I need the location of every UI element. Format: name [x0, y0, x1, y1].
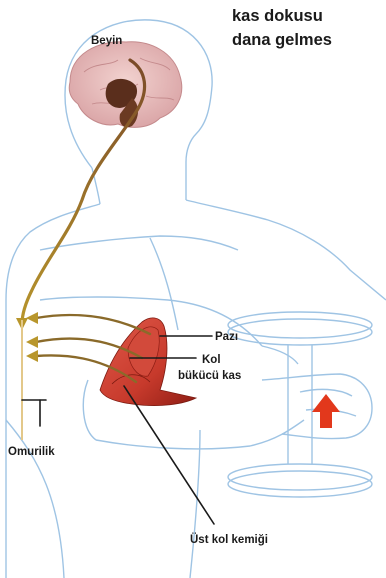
flexor-muscle: [100, 318, 196, 406]
heading-line-1: kas dokusu: [232, 5, 386, 27]
label-flexor-line-2: bükücü kas: [178, 369, 241, 383]
label-spinal-cord: Omurilik: [8, 445, 55, 459]
body-outline: [6, 20, 386, 578]
dumbbell: [228, 312, 372, 497]
motor-nerve-arrowheads: [26, 312, 38, 362]
label-biceps: Pazı: [215, 330, 238, 344]
lift-arrow: [312, 394, 340, 428]
label-flexor-line-1: Kol: [202, 353, 221, 367]
label-humerus: Üst kol kemiği: [190, 533, 268, 547]
heading-line-2: dana gelmes: [232, 29, 386, 51]
brain: [69, 42, 181, 128]
label-brain: Beyin: [91, 34, 122, 48]
